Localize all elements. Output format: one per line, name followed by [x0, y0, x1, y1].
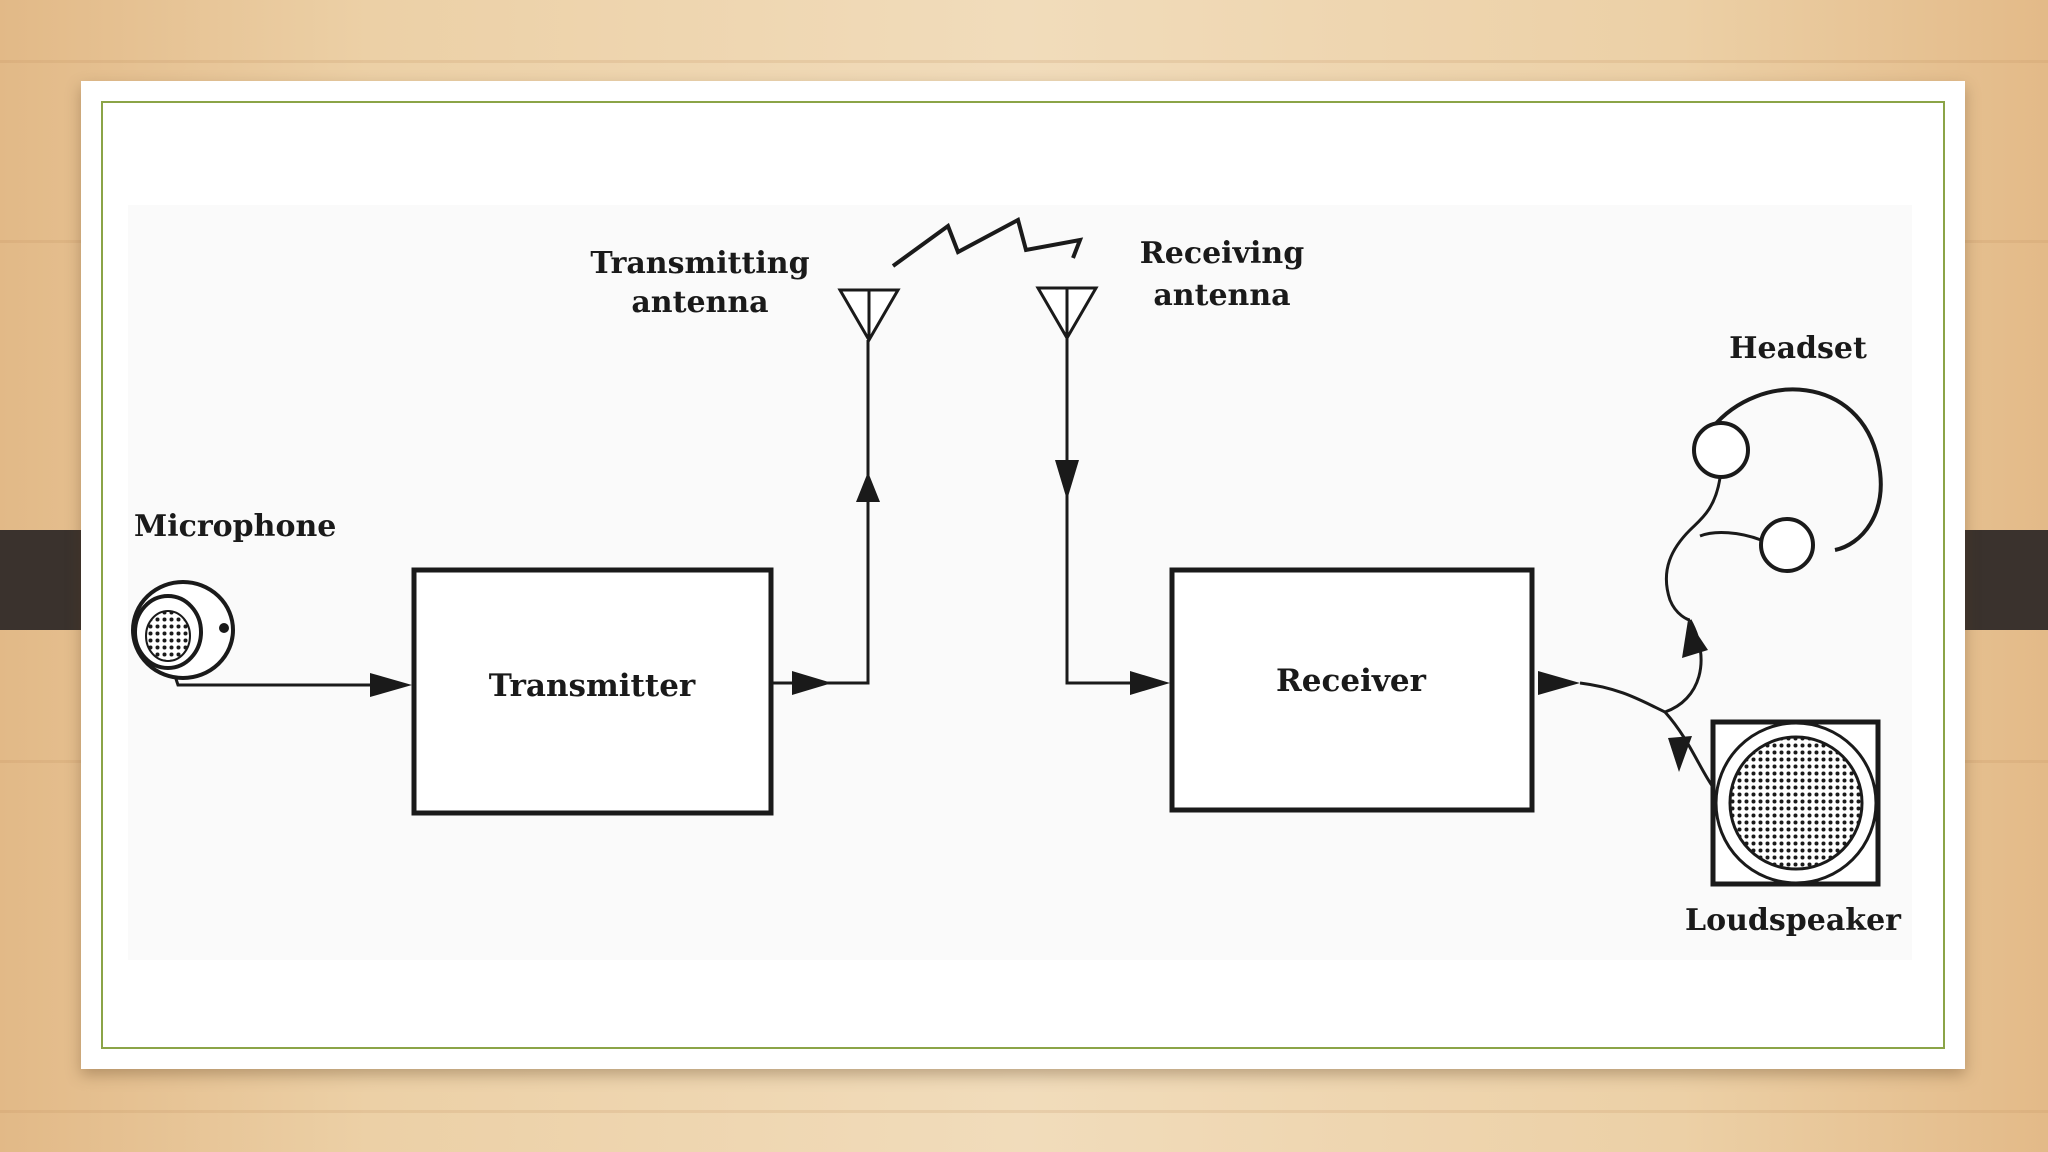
arrow-transmitter-to-antenna: [771, 340, 880, 695]
slide-border: [101, 101, 1945, 1049]
microphone-icon: [131, 580, 235, 680]
transmitter-box: [411, 567, 774, 816]
transmitter-label: Transmitter: [489, 668, 696, 704]
transmitting-antenna-label-line1: Transmitting: [590, 246, 809, 281]
loudspeaker-label: Loudspeaker: [1685, 903, 1902, 938]
receiving-antenna-label-line1: Receiving: [1140, 236, 1304, 271]
transmitting-antenna-icon: [837, 288, 901, 343]
receiving-antenna-icon: [1035, 286, 1099, 341]
receiver-box: [1169, 567, 1535, 813]
microphone-label: Microphone: [134, 509, 336, 544]
transmitting-antenna-label-line2: antenna: [631, 285, 768, 320]
receiving-antenna-label-line2: antenna: [1153, 278, 1290, 313]
radio-wave-icon: [891, 217, 1084, 268]
loudspeaker-icon: [1710, 719, 1881, 887]
headset-label: Headset: [1729, 331, 1867, 366]
headset-icon: [1665, 387, 1883, 622]
arrow-mic-to-transmitter: [173, 673, 412, 697]
arrow-receiver-output: [1538, 619, 1717, 791]
receiver-label: Receiver: [1276, 663, 1427, 699]
arrow-antenna-to-receiver: [1055, 338, 1170, 695]
